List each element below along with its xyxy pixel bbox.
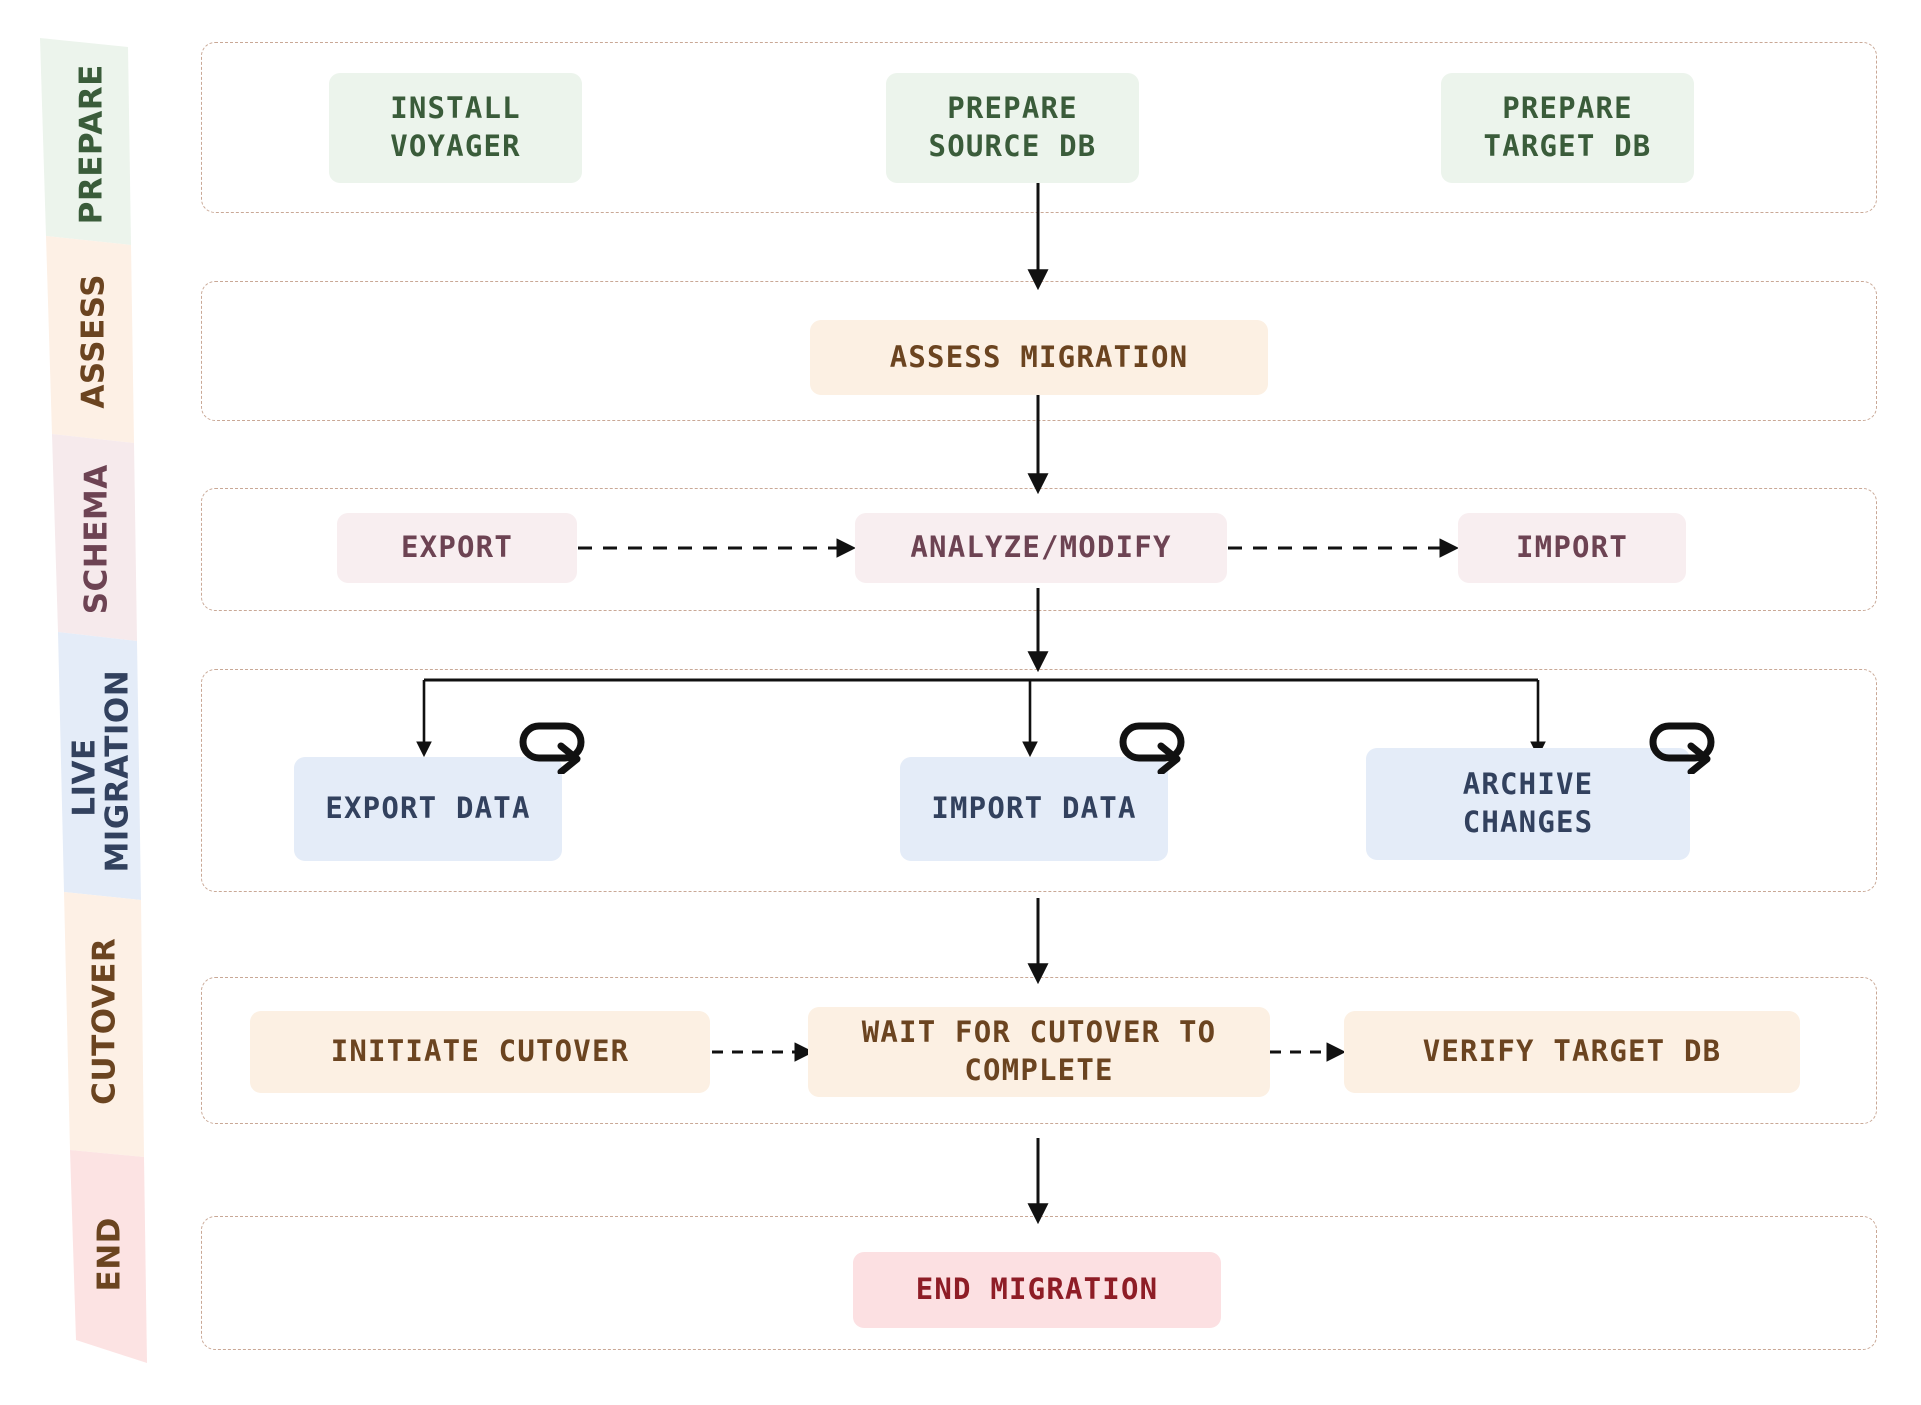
loop-icon-archive-changes [1649,722,1715,774]
node-archive-changes[interactable]: ARCHIVE CHANGES [1366,748,1690,860]
node-verify-target-db[interactable]: VERIFY TARGET DB [1344,1011,1800,1093]
node-install-voyager[interactable]: INSTALL VOYAGER [329,73,582,183]
phase-band-cutover [64,892,144,1157]
node-assess-migration[interactable]: ASSESS MIGRATION [810,320,1268,395]
node-schema-analyze-modify[interactable]: ANALYZE/MODIFY [855,513,1227,583]
phase-band-assess [46,236,134,443]
loop-icon-export-data [519,722,585,774]
phase-band-prepare [40,38,131,245]
loop-icon-import-data [1119,722,1185,774]
node-prepare-source-db[interactable]: PREPARE SOURCE DB [886,73,1139,183]
phase-band-end [70,1150,147,1363]
node-end-migration[interactable]: END MIGRATION [853,1252,1221,1328]
phase-rail-bands [40,38,147,1363]
node-export-data[interactable]: EXPORT DATA [294,757,562,861]
node-import-data[interactable]: IMPORT DATA [900,757,1168,861]
node-prepare-target-db[interactable]: PREPARE TARGET DB [1441,73,1694,183]
node-wait-for-cutover[interactable]: WAIT FOR CUTOVER TO COMPLETE [808,1007,1270,1097]
phase-band-live-migration [58,632,141,900]
phase-band-schema [52,434,137,641]
phase-rail: PREPARE ASSESS SCHEMA LIVE MIGRATION CUT… [0,0,190,1405]
node-schema-import[interactable]: IMPORT [1458,513,1686,583]
node-initiate-cutover[interactable]: INITIATE CUTOVER [250,1011,710,1093]
node-schema-export[interactable]: EXPORT [337,513,577,583]
